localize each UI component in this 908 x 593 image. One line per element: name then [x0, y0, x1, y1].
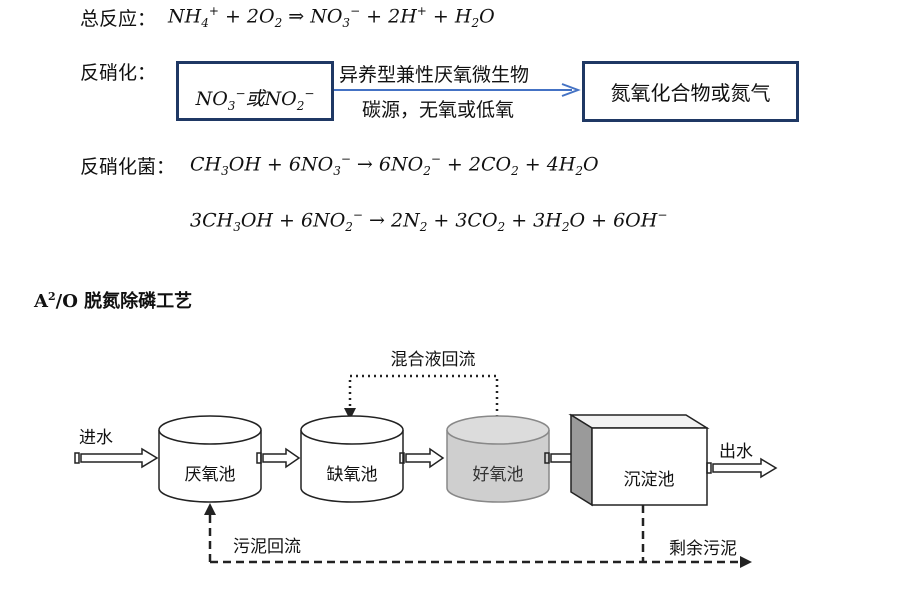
excess-sludge-arrowhead	[740, 556, 752, 568]
inflow-label: 进水	[79, 428, 113, 448]
bacteria-equation-1: CH3OH + 6NO3− → 6NO2− + 2CO2 + 4H2O	[190, 152, 599, 179]
anaerobic-tank-label: 厌氧池	[185, 465, 236, 485]
outflow-label: 出水	[719, 442, 753, 462]
sedimentation-tank-label: 沉淀池	[624, 470, 675, 490]
arrow-top-label: 异养型兼性厌氧微生物	[339, 64, 530, 86]
process-heading: A2/O 脱氮除磷工艺	[34, 290, 193, 312]
outflow-arrow	[712, 457, 778, 479]
anoxic-tank-label: 缺氧池	[327, 465, 378, 485]
bacteria-label: 反硝化菌：	[80, 156, 176, 178]
denitrification-arrow	[334, 83, 581, 97]
mixed-return-line	[348, 374, 499, 423]
inflow-pipe-end	[74, 452, 80, 464]
aerobic-tank-label: 好氧池	[473, 465, 524, 485]
aerobic-tank: 好氧池	[446, 415, 550, 503]
process-diagram: 混合液回流 进水 厌氧池 缺氧池 好氧池 沉淀池 出水	[74, 350, 778, 568]
anoxic-tank: 缺氧池	[300, 415, 404, 503]
arrow-bottom-label: 碳源，无氧或低氧	[362, 99, 515, 121]
sludge-return-label: 污泥回流	[233, 537, 301, 557]
sludge-return-arrowhead	[204, 503, 216, 515]
denitrification-label: 反硝化：	[80, 62, 157, 84]
overall-equation: NH4+ + 2O2 ⇒ NO3− + 2H+ + H2O	[168, 4, 495, 31]
inflow-arrow	[80, 447, 159, 469]
sedimentation-tank: 沉淀池	[568, 413, 710, 507]
flow-arrow-1	[262, 447, 301, 469]
nitrate-box-text: NO3−或NO2−	[195, 86, 315, 113]
product-box-text: 氮氧化合物或氮气	[610, 81, 771, 105]
mixed-return-arrowhead	[344, 408, 356, 420]
overall-label: 总反应：	[80, 8, 157, 30]
excess-sludge-label: 剩余污泥	[669, 539, 737, 559]
flow-arrow-2	[405, 447, 445, 469]
anaerobic-tank: 厌氧池	[158, 415, 262, 503]
nitrate-box: NO3−或NO2−	[176, 61, 334, 121]
mixed-return-label: 混合液回流	[391, 350, 476, 370]
bacteria-equation-2: 3CH3OH + 6NO2− → 2N2 + 3CO2 + 3H2O + 6OH…	[190, 208, 668, 235]
product-box: 氮氧化合物或氮气	[582, 61, 799, 122]
